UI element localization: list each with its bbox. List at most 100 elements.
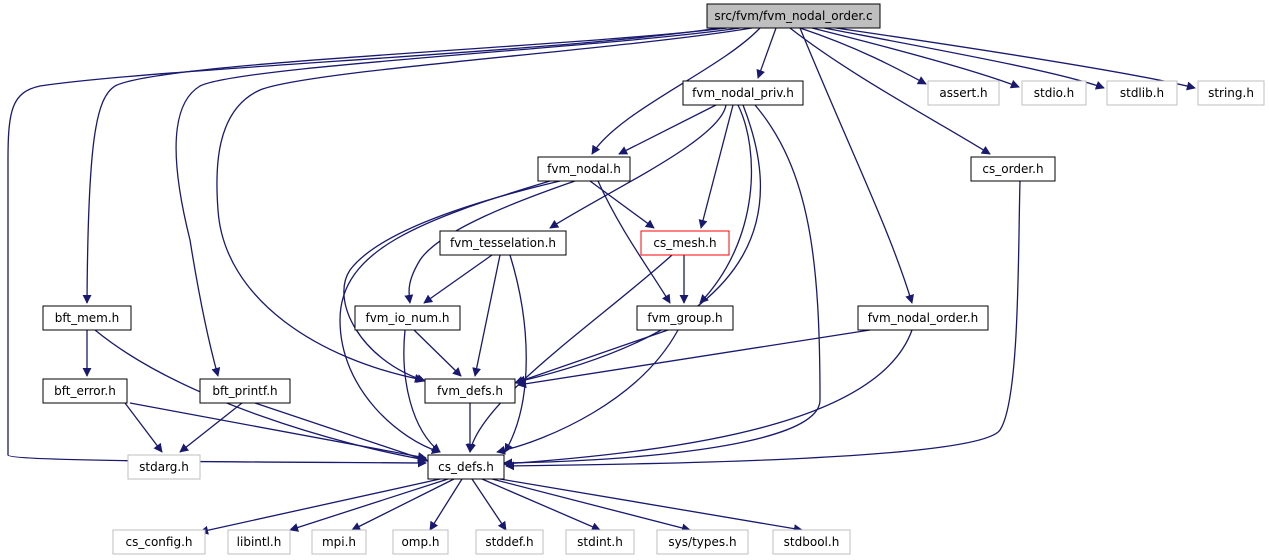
node-label: fvm_io_num.h [365, 311, 449, 325]
node-label: fvm_tesselation.h [450, 236, 556, 250]
node-label: stdarg.h [139, 460, 189, 474]
dependency-edge [799, 27, 927, 85]
node-label: fvm_group.h [647, 311, 722, 325]
node-box [656, 529, 749, 555]
node-label: stddef.h [485, 535, 533, 549]
node-box [565, 529, 635, 555]
node-box [42, 305, 132, 331]
node-label: cs_config.h [126, 535, 193, 549]
dependency-edge [756, 27, 777, 79]
node-csmesh[interactable]: cs_mesh.h [640, 230, 730, 256]
dependency-edge [423, 254, 493, 304]
dependency-edge [413, 329, 462, 377]
node-box [706, 3, 881, 29]
node-nodalorder[interactable]: fvm_nodal_order.h [857, 305, 989, 331]
node-mpi: mpi.h [311, 529, 367, 555]
dependency-edge [351, 478, 455, 531]
dependency-edge [503, 104, 821, 468]
node-box [427, 454, 505, 480]
node-box [354, 305, 461, 331]
node-box [682, 80, 804, 106]
dependency-edge [835, 27, 1196, 91]
node-fvmdefs[interactable]: fvm_defs.h [424, 378, 516, 404]
node-box [475, 529, 544, 555]
dependency-edge [549, 104, 727, 229]
node-csorder[interactable]: cs_order.h [970, 156, 1056, 182]
dependency-edge [472, 254, 501, 377]
dependency-edge [429, 478, 463, 531]
node-box [112, 529, 206, 555]
node-label: fvm_nodal.h [547, 162, 621, 176]
dependency-edge [514, 329, 669, 385]
dependency-edge [343, 180, 561, 383]
node-bftprintf[interactable]: bft_printf.h [199, 378, 291, 404]
dependency-edge [503, 329, 913, 468]
node-bftmem[interactable]: bft_mem.h [42, 305, 132, 331]
dependency-edge [698, 104, 734, 229]
node-box [1197, 80, 1265, 106]
node-ionum[interactable]: fvm_io_num.h [354, 305, 461, 331]
node-box [772, 529, 851, 555]
node-box [1106, 80, 1178, 106]
dependency-edge [94, 329, 427, 464]
node-box [439, 230, 567, 256]
node-group[interactable]: fvm_group.h [636, 305, 734, 331]
node-box [311, 529, 367, 555]
dependency-edge [403, 329, 441, 453]
node-box [636, 305, 734, 331]
node-nodal[interactable]: fvm_nodal.h [537, 156, 631, 182]
node-label: sys/types.h [668, 535, 736, 549]
node-label: bft_mem.h [55, 311, 120, 325]
node-label: src/fvm/fvm_nodal_order.c [714, 9, 872, 23]
node-box [640, 230, 730, 256]
edges [7, 27, 1196, 535]
node-label: fvm_defs.h [437, 384, 503, 398]
node-string: string.h [1197, 80, 1265, 106]
dependency-edge [699, 104, 753, 304]
dependency-edge [467, 254, 673, 453]
node-label: cs_order.h [982, 162, 1043, 176]
node-label: string.h [1208, 86, 1254, 100]
node-bfterr[interactable]: bft_error.h [42, 378, 128, 404]
dependency-edge [179, 402, 243, 453]
node-stdio: stdio.h [1021, 80, 1087, 106]
node-box [42, 378, 128, 404]
dependency-edge [496, 329, 679, 455]
node-box [424, 378, 516, 404]
dependency-edge [254, 402, 429, 463]
node-tess[interactable]: fvm_tesselation.h [439, 230, 567, 256]
dependency-edge [516, 104, 762, 385]
dependency-edge [129, 402, 427, 461]
node-csconfig: cs_config.h [112, 529, 206, 555]
dependency-edge [491, 478, 691, 533]
node-box [970, 156, 1056, 182]
node-label: cs_defs.h [438, 460, 494, 474]
node-label: fvm_nodal_priv.h [692, 86, 794, 100]
dependency-edge [471, 478, 507, 531]
node-stddef: stddef.h [475, 529, 544, 555]
node-label: stdint.h [577, 535, 623, 549]
node-box [199, 378, 291, 404]
node-box [1021, 80, 1087, 106]
node-label: omp.h [401, 535, 439, 549]
dependency-edge [82, 27, 728, 304]
node-csdefs[interactable]: cs_defs.h [427, 454, 505, 480]
node-systypes: sys/types.h [656, 529, 749, 555]
node-priv[interactable]: fvm_nodal_priv.h [682, 80, 804, 106]
dependency-edge [823, 27, 1105, 90]
dependency-edge [789, 27, 991, 155]
dependency-edge [517, 329, 871, 389]
dependency-edge [505, 180, 1021, 471]
node-stdlib: stdlib.h [1106, 80, 1178, 106]
node-omp: omp.h [392, 529, 449, 555]
dependency-edge [499, 478, 803, 534]
node-root[interactable]: src/fvm/fvm_nodal_order.c [706, 3, 881, 29]
dependency-edge [289, 478, 449, 532]
node-stdint: stdint.h [565, 529, 635, 555]
node-box [927, 80, 1000, 106]
node-stdarg: stdarg.h [127, 454, 201, 480]
dependency-edge [404, 180, 576, 304]
dependency-edge [589, 180, 655, 229]
